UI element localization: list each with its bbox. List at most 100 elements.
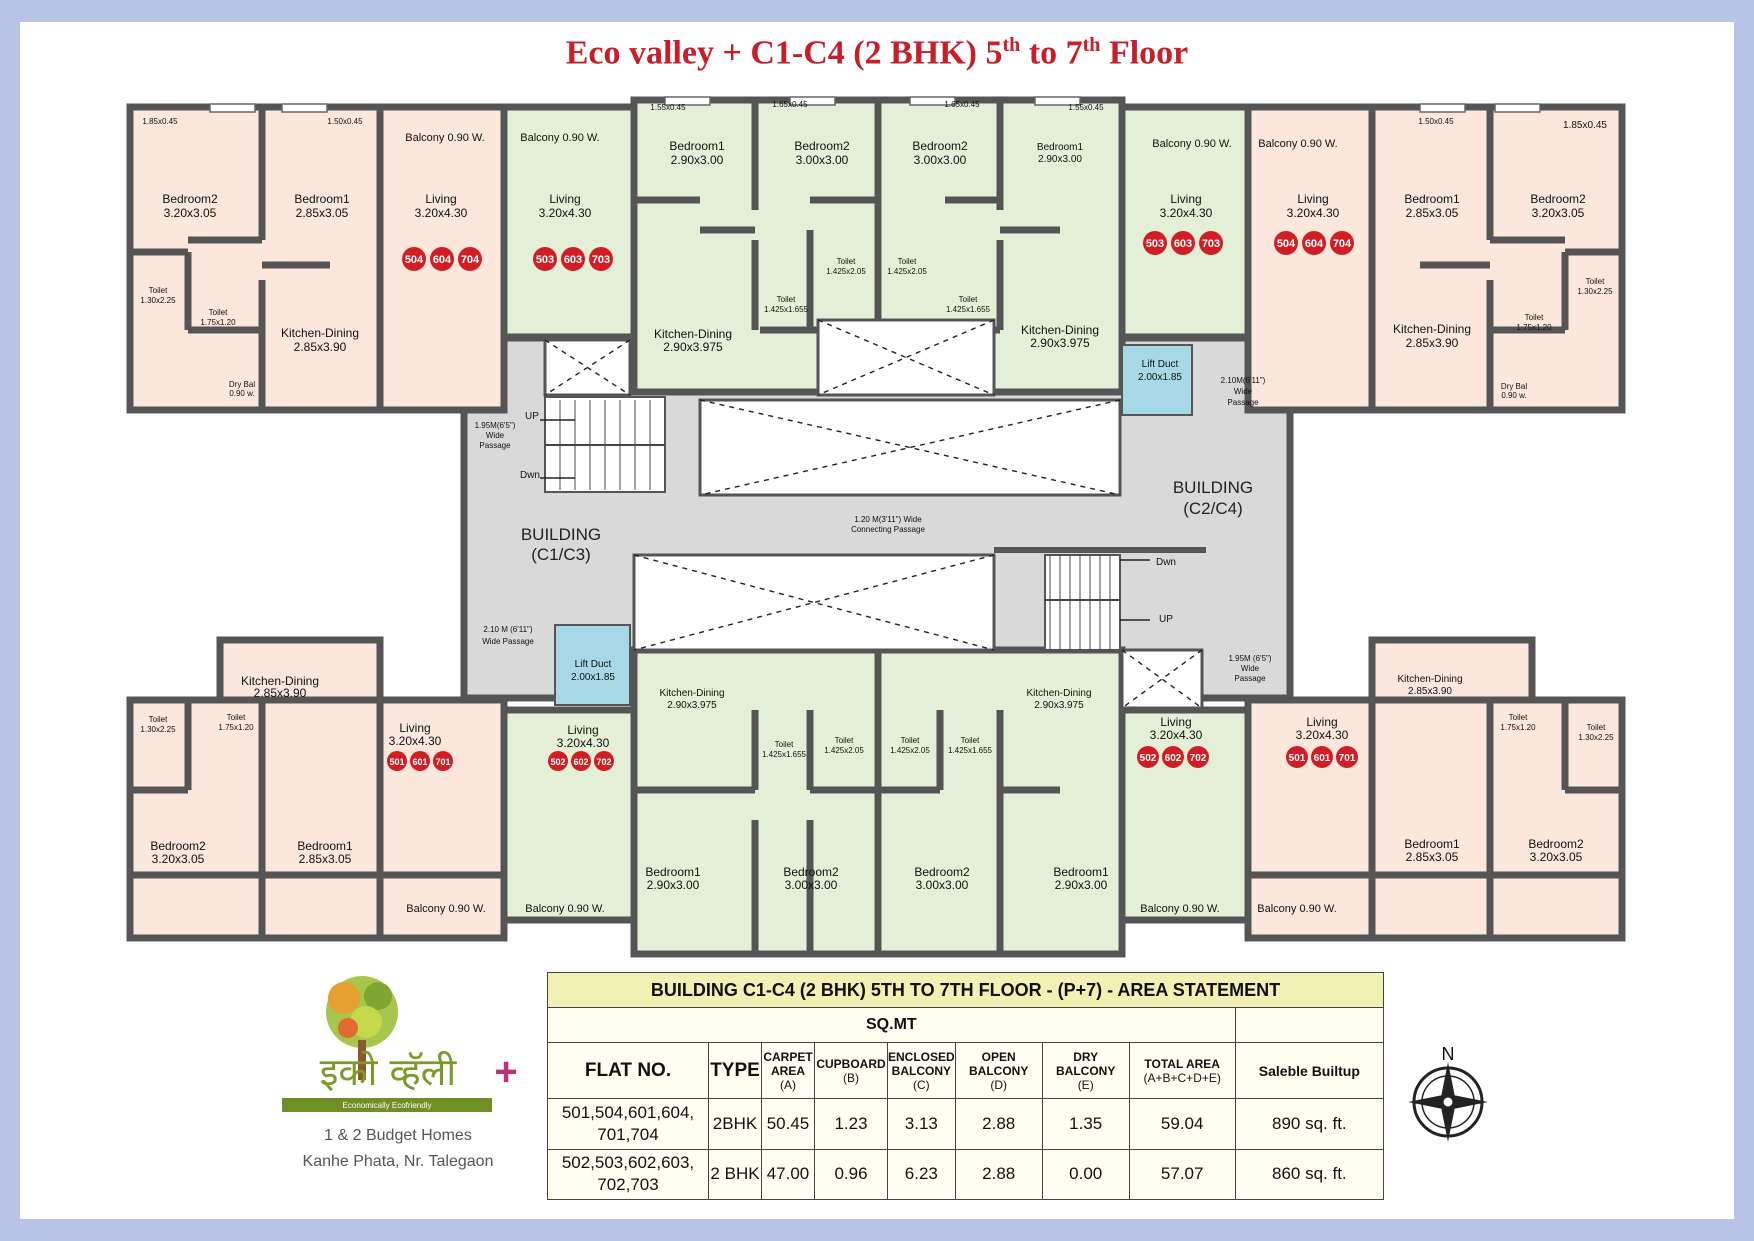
room-name: Bedroom1 — [669, 139, 725, 153]
room-dim: 2.90x3.975 — [1030, 336, 1090, 350]
room-name: Bedroom2 — [1528, 837, 1584, 851]
room-dim: 2.90x3.975 — [663, 340, 723, 354]
balcony-label: Balcony 0.90 W. — [1140, 903, 1220, 915]
logo-line-1: 1 & 2 Budget Homes — [324, 1127, 472, 1144]
passage-label: Passage — [1227, 398, 1259, 407]
room-name: Kitchen-Dining — [1021, 323, 1099, 337]
room-dim: 1.425x2.05 — [887, 267, 927, 276]
room-name: Kitchen-Dining — [654, 327, 732, 341]
room-dim: 2.90x3.00 — [647, 878, 700, 892]
room-name: Living — [1306, 715, 1337, 729]
passage-label: Passage — [479, 441, 511, 450]
room-dim: 3.20x4.30 — [1287, 206, 1340, 220]
room-dim: 3.00x3.00 — [796, 153, 849, 167]
balcony-label: Balcony 0.90 W. — [1257, 903, 1337, 915]
unit-bottom-left-kitchen — [220, 640, 380, 700]
svg-text:604: 604 — [433, 254, 452, 266]
room-dim: 3.20x3.05 — [1532, 206, 1585, 220]
room-dim: 3.00x3.00 — [916, 878, 969, 892]
logo-line-2: Kanhe Phata, Nr. Talegaon — [302, 1153, 494, 1170]
room-dim: 3.20x3.05 — [1530, 850, 1583, 864]
lift-duct-dim: 2.00x1.85 — [1138, 372, 1182, 383]
unit-top-center-right-2 — [1122, 107, 1248, 337]
balcony-label: Balcony 0.90 W. — [405, 132, 485, 144]
window-label: 1.85x0.45 — [1563, 120, 1607, 131]
svg-text:701: 701 — [1339, 753, 1356, 764]
room-name: Toilet — [898, 257, 917, 266]
passage-label: 1.95M(6'5") — [475, 421, 516, 430]
room-name: Kitchen-Dining — [1397, 674, 1462, 685]
room-name: Bedroom2 — [912, 139, 968, 153]
room-dim: 2.85x3.90 — [1406, 336, 1459, 350]
svg-text:703: 703 — [592, 254, 610, 266]
col-flat: FLAT NO. — [547, 1042, 709, 1099]
room-name: Toilet — [837, 257, 856, 266]
room-name: Bedroom1 — [1053, 865, 1109, 879]
staircase-bottom — [994, 547, 1206, 651]
svg-text:502: 502 — [550, 757, 565, 767]
room-dim: 0.90 w. — [229, 389, 254, 398]
room-dim: 1.30x2.25 — [140, 296, 176, 305]
svg-text:602: 602 — [1165, 753, 1182, 764]
room-dim: 3.20x4.30 — [1296, 728, 1349, 742]
tree-icon — [326, 976, 398, 1080]
passage-label: 1.95M (6'5") — [1228, 654, 1271, 663]
window-label: 1.55x0.45 — [650, 103, 686, 112]
logo-script: इको व्हॅली — [320, 1050, 458, 1094]
building-label: BUILDING — [521, 525, 601, 544]
lift-duct-label: Lift Duct — [1142, 359, 1179, 370]
room-dim: 2.85x3.05 — [296, 206, 349, 220]
room-dim: 1.425x2.05 — [890, 746, 930, 755]
room-name: Toilet — [961, 736, 980, 745]
passage-label: Wide — [1234, 387, 1253, 396]
svg-text:501: 501 — [389, 757, 404, 767]
window-label: 1.65x0.45 — [772, 100, 808, 109]
building-label: (C1/C3) — [531, 545, 591, 564]
col-cupboard: CUPBOARD(B) — [814, 1042, 888, 1099]
svg-text:504: 504 — [405, 254, 424, 266]
room-name: Toilet — [1587, 723, 1606, 732]
table-heading: BUILDING C1-C4 (2 BHK) 5TH TO 7TH FLOOR … — [547, 972, 1384, 1008]
room-dim: 2.85x3.90 — [1408, 686, 1452, 697]
stair-up-label: UP — [1159, 614, 1173, 625]
room-name: Toilet — [835, 736, 854, 745]
room-name: Living — [1297, 192, 1328, 206]
svg-text:504: 504 — [1277, 238, 1296, 250]
unit-bottom-right — [1248, 700, 1622, 938]
compass-icon: N — [1408, 1044, 1488, 1142]
room-name: Toilet — [1525, 313, 1544, 322]
room-dim: 3.00x3.00 — [785, 878, 838, 892]
window-label: 1.50x0.45 — [327, 117, 363, 126]
room-dim: 3.00x3.00 — [914, 153, 967, 167]
page-title: Eco valley + C1-C4 (2 BHK) 5th to 7th Fl… — [565, 34, 1189, 72]
col-enclosed: ENCLOSED BALCONY(C) — [887, 1042, 956, 1099]
room-name: Bedroom1 — [645, 865, 701, 879]
passage-label: Passage — [1234, 674, 1266, 683]
stair-down-label: Dwn — [520, 470, 540, 481]
balcony-label: Balcony 0.90 W. — [520, 132, 600, 144]
room-dim: 2.90x3.00 — [671, 153, 724, 167]
col-dry: DRY BALCONY(E) — [1041, 1042, 1130, 1099]
room-name: Toilet — [149, 715, 168, 724]
room-dim: 3.20x4.30 — [539, 206, 592, 220]
area-statement-table: BUILDING C1-C4 (2 BHK) 5TH TO 7TH FLOOR … — [547, 972, 1385, 1200]
svg-text:701: 701 — [435, 757, 450, 767]
room-name: Toilet — [777, 295, 796, 304]
room-dim: 1.425x1.655 — [948, 746, 993, 755]
room-name: Living — [1160, 715, 1191, 729]
room-name: Bedroom1 — [1404, 192, 1460, 206]
room-name: Toilet — [227, 713, 246, 722]
room-name: Toilet — [775, 740, 794, 749]
balcony-label: Balcony 0.90 W. — [1258, 138, 1338, 150]
room-dim: 1.30x2.25 — [140, 725, 176, 734]
svg-text:702: 702 — [596, 757, 611, 767]
room-dim: 1.75x1.20 — [1516, 323, 1552, 332]
room-dim: 1.425x1.655 — [764, 305, 809, 314]
room-name: Bedroom2 — [783, 865, 839, 879]
room-dim: 2.85x3.05 — [1406, 850, 1459, 864]
unit-bottom-center-right-2 — [1122, 710, 1248, 920]
room-name: Living — [399, 721, 430, 735]
svg-text:604: 604 — [1305, 238, 1324, 250]
